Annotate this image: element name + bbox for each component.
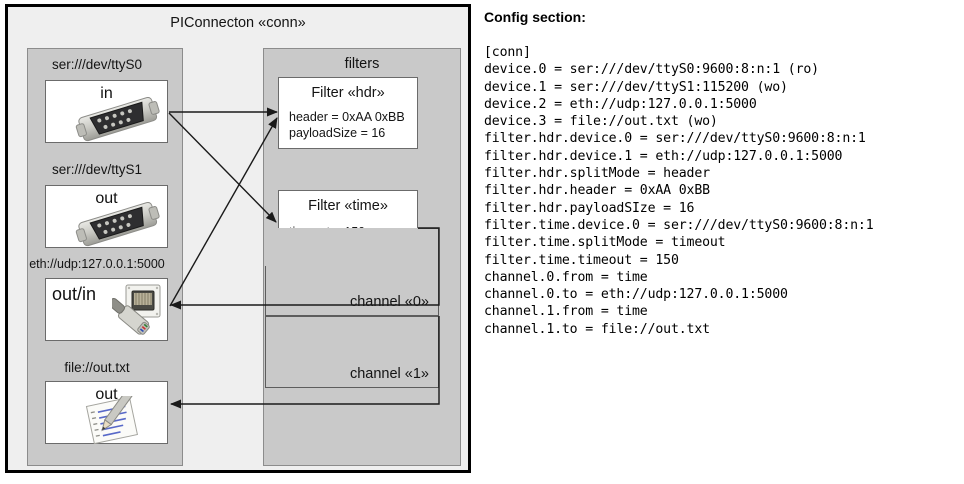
device-box-eth[interactable]: out/in <box>45 278 168 341</box>
channel-0-notch-mask <box>265 228 418 266</box>
config-section-title: Config section: <box>484 9 586 25</box>
config-section-text: [conn] device.0 = ser:///dev/ttyS0:9600:… <box>484 45 874 337</box>
filter-hdr-title: Filter «hdr» <box>311 85 385 101</box>
device-label-ttys0: ser:///dev/ttyS0 <box>51 57 143 72</box>
text-file-icon <box>85 396 139 444</box>
serial-db9-icon <box>75 97 160 142</box>
filter-hdr-prop-header: header = 0xAA 0xBB <box>289 110 405 124</box>
filters-panel-title: filters <box>344 56 380 72</box>
device-label-eth: eth://udp:127.0.0.1:5000 <box>29 257 165 271</box>
device-direction-file: out <box>95 386 118 403</box>
channel-1-label: channel «1» <box>349 366 429 382</box>
serial-db9-icon <box>75 202 160 247</box>
channel-box-1[interactable]: channel «1» <box>265 316 439 388</box>
device-label-file: file://out.txt <box>64 360 130 375</box>
channel-0-label: channel «0» <box>349 294 429 310</box>
component-title: PIConnecton «conn» <box>170 15 306 31</box>
ethernet-rj45-icon <box>112 284 161 335</box>
device-direction-ttys0: in <box>100 85 113 102</box>
filter-hdr-prop-payloadsize: payloadSize = 16 <box>289 126 386 140</box>
device-direction-eth: out/in <box>52 284 97 304</box>
device-box-ttys0[interactable]: in <box>45 80 168 143</box>
device-box-file[interactable]: out <box>45 381 168 444</box>
device-label-ttys1: ser:///dev/ttyS1 <box>51 162 143 177</box>
filter-box-hdr[interactable]: Filter «hdr» header = 0xAA 0xBB payloadS… <box>278 77 418 149</box>
filter-time-title: Filter «time» <box>308 198 388 214</box>
device-direction-ttys1: out <box>95 190 118 207</box>
device-box-ttys1[interactable]: out <box>45 185 168 248</box>
